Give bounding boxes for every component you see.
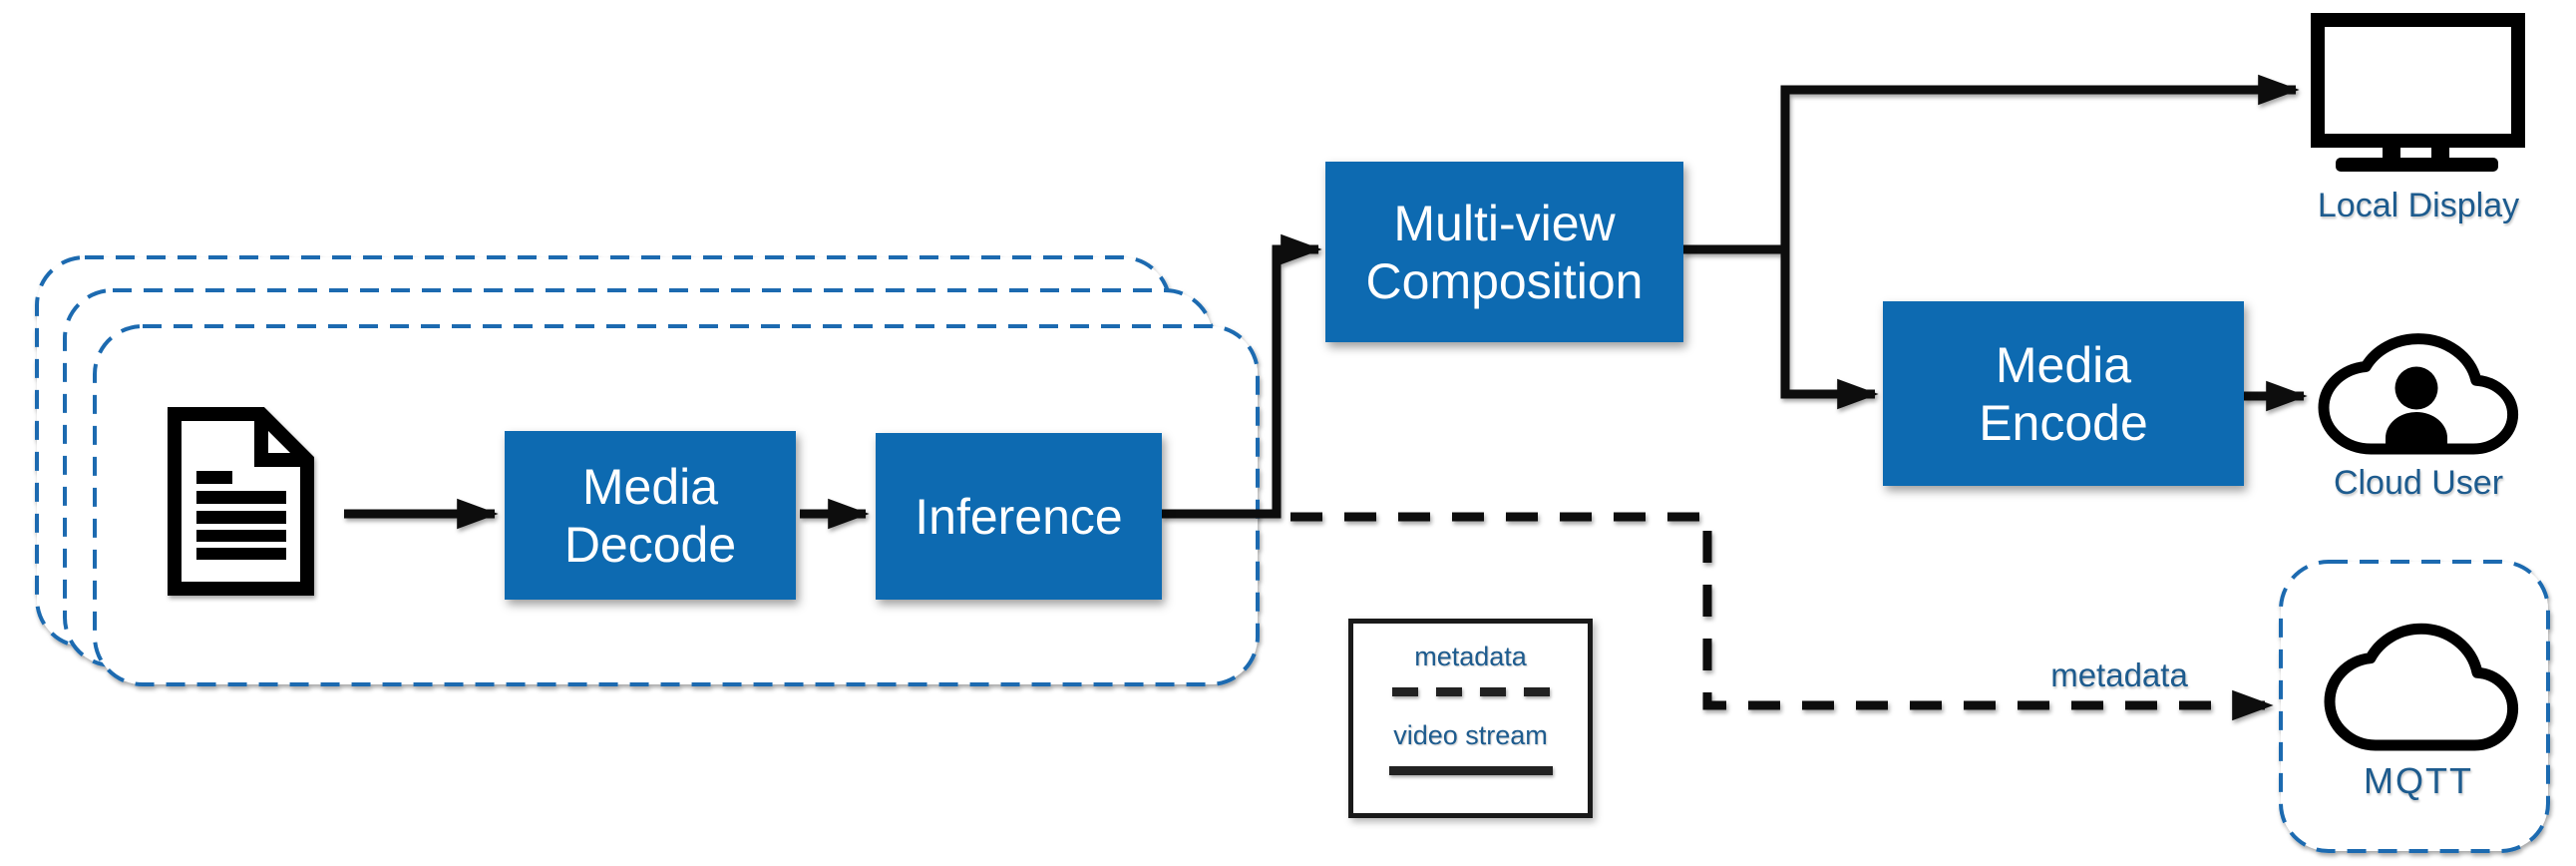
media-encode-node: Media Encode — [1883, 301, 2244, 486]
document-icon — [168, 407, 314, 596]
arrow-branch-to-encode — [1780, 245, 1879, 410]
inference-label: Inference — [915, 488, 1123, 545]
mvc-label-line2: Composition — [1365, 252, 1644, 309]
user-body — [2386, 412, 2447, 448]
legend-solid-line-sample — [1388, 766, 1553, 775]
media-encode-label-line1: Media — [1995, 336, 2132, 393]
legend-dashed-line-sample — [1391, 687, 1550, 696]
user-head — [2394, 366, 2438, 410]
cloud-user-label: Cloud User — [2333, 464, 2504, 502]
media-encode-label-line2: Encode — [1979, 394, 2148, 451]
connectors — [344, 74, 2308, 721]
cloud-user-icon — [2324, 339, 2513, 449]
media-decode-label-line1: Media — [581, 458, 719, 515]
arrow-inference-to-composition — [1162, 233, 1322, 519]
media-decode-node: Media Decode — [505, 431, 796, 600]
metadata-edge-label: metadata — [2050, 656, 2188, 693]
legend-video-stream-label: video stream — [1393, 720, 1548, 750]
legend-metadata-label: metadata — [1414, 642, 1527, 671]
multi-view-composition-node: Multi-view Composition — [1325, 162, 1683, 342]
inference-node: Inference — [876, 433, 1162, 600]
arrow-branch-to-display — [1780, 74, 2300, 253]
mqtt-cloud-icon — [2330, 629, 2513, 745]
media-decode-label-line2: Decode — [563, 516, 737, 573]
local-display-label: Local Display — [2317, 187, 2520, 224]
mvc-label-line1: Multi-view — [1393, 195, 1616, 251]
legend: metadata video stream — [1348, 619, 1593, 818]
monitor-icon — [2311, 13, 2525, 172]
dashed-metadata-line — [1290, 512, 2274, 721]
mqtt-label: MQTT — [2364, 760, 2473, 801]
